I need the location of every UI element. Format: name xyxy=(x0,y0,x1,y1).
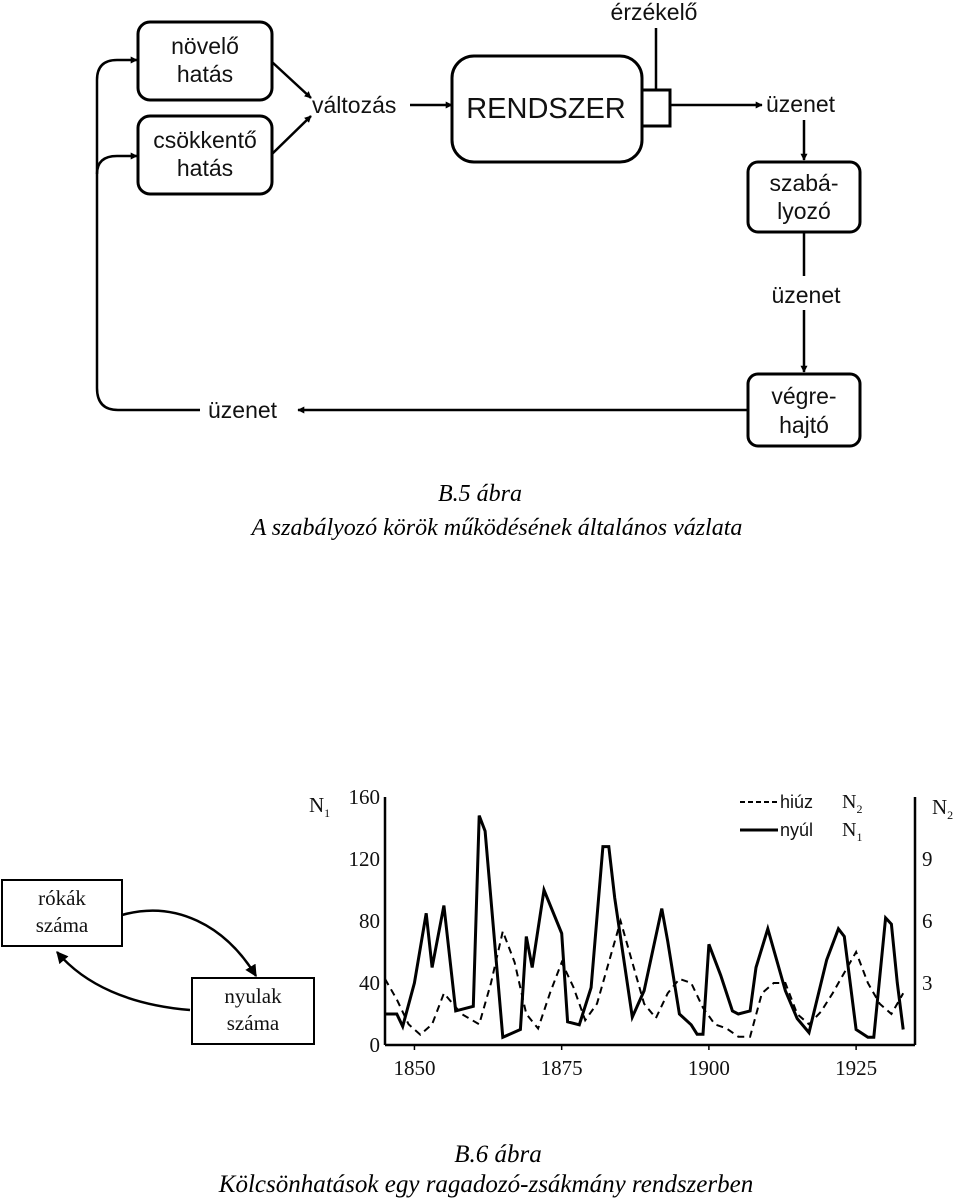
x-tick-label: 1875 xyxy=(541,1056,583,1080)
feedback-line-to-csokkento xyxy=(95,152,138,175)
fig5-caption-title: B.5 ábra xyxy=(438,481,522,507)
x-tick-label: 1900 xyxy=(688,1056,730,1080)
fig6-caption-title: B.6 ábra xyxy=(454,1141,542,1168)
arrow-csokkento-to-valtozas xyxy=(271,115,312,155)
sensor-square xyxy=(640,88,672,128)
uzenet-label-2: üzenet xyxy=(771,282,841,308)
arrow-nyulak-to-rokak xyxy=(56,951,191,1012)
rokak-box: rókák száma xyxy=(1,879,123,947)
y-right-tick-label: 6 xyxy=(922,909,933,933)
szabalyozo-line-1: szabá- xyxy=(769,170,838,196)
legend-item-hiuz: hiúz N2 xyxy=(740,791,862,816)
y-left-tick-label: 80 xyxy=(359,909,380,933)
legend-label-nyul: nyúl xyxy=(780,820,813,840)
csokkento-line-2: hatás xyxy=(177,155,233,181)
arrow-rokak-to-nyulak xyxy=(121,909,258,978)
novelo-hatas-box: növelő hatás xyxy=(136,20,274,102)
x-ticks: 1850 1875 1900 1925 xyxy=(393,1045,877,1080)
szabalyozo-line-2: lyozó xyxy=(777,198,831,224)
uzenet-label-1: üzenet xyxy=(766,91,836,117)
rokak-line-2: száma xyxy=(36,913,89,937)
novelo-line-2: hatás xyxy=(177,61,233,87)
x-tick-label: 1925 xyxy=(835,1056,877,1080)
vegrehajto-line-2: hajtó xyxy=(779,412,829,438)
series-hiuz-line xyxy=(384,917,905,1038)
rokak-line-1: rókák xyxy=(38,886,86,910)
novelo-line-1: növelő xyxy=(171,33,239,59)
csokkento-hatas-box: csökkentő hatás xyxy=(136,114,274,196)
csokkento-line-1: csökkentő xyxy=(153,127,257,153)
y-left-ticks: 0 40 80 120 160 xyxy=(349,785,381,1057)
y-left-label: N1 xyxy=(309,793,330,820)
legend-sym-hiuz: N2 xyxy=(842,791,862,816)
y-left-tick-label: 120 xyxy=(349,847,381,871)
vegrehajto-box: végre- hajtó xyxy=(746,372,862,448)
series-nyul-line xyxy=(385,815,905,1040)
y-left-tick-label: 40 xyxy=(359,971,380,995)
vegrehajto-line-1: végre- xyxy=(771,383,836,409)
fig6-caption-text: Kölcsönhatások egy ragadozó-zsákmány ren… xyxy=(218,1171,753,1198)
chart-legend: hiúz N2 nyúl N1 xyxy=(740,791,862,844)
arrow-novelo-to-valtozas xyxy=(271,61,312,99)
legend-sym-nyul: N1 xyxy=(842,819,862,844)
fig6-diagram: rókák száma nyulak száma xyxy=(1,879,315,1045)
y-right-ticks: 3 6 9 xyxy=(922,847,933,995)
erzekelo-label: érzékelő xyxy=(611,0,698,25)
nyulak-box: nyulak száma xyxy=(191,977,315,1045)
rendszer-label: RENDSZER xyxy=(466,93,626,125)
x-tick-label: 1850 xyxy=(393,1056,435,1080)
nyulak-line-1: nyulak xyxy=(224,984,282,1008)
rendszer-box: RENDSZER xyxy=(450,54,644,164)
legend-label-hiuz: hiúz xyxy=(780,792,813,812)
szabalyozo-box: szabá- lyozó xyxy=(746,160,862,234)
y-right-tick-label: 9 xyxy=(922,847,933,871)
feedback-line-to-novelo xyxy=(95,56,200,412)
y-right-tick-label: 3 xyxy=(922,971,933,995)
nyulak-line-2: száma xyxy=(227,1011,280,1035)
legend-item-nyul: nyúl N1 xyxy=(740,819,862,844)
population-chart: N1 N2 0 40 80 120 160 3 6 9 1850 1875 1900 1925 h… xyxy=(309,785,953,1080)
y-right-label: N2 xyxy=(932,795,953,822)
y-left-tick-label: 0 xyxy=(370,1033,381,1057)
y-left-tick-label: 160 xyxy=(349,785,381,809)
fig5-caption-text: A szabályozó körök működésének általános… xyxy=(250,515,743,541)
fig5-diagram: növelő hatás csökkentő hatás változás RE… xyxy=(95,0,862,541)
uzenet-label-3: üzenet xyxy=(208,397,278,423)
valtozas-label: változás xyxy=(312,92,396,118)
